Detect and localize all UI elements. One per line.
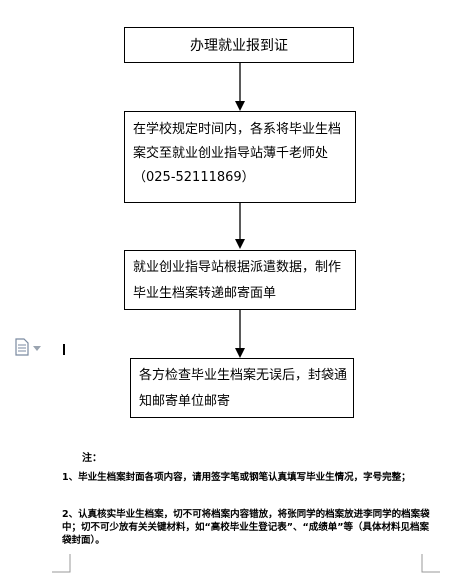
crop-mark-bottom-right xyxy=(421,554,440,573)
note-item-2: 2、认真核实毕业生档案，切不可将档案内容错放，将张同学的档案放进李同学的档案袋中… xyxy=(62,509,430,546)
arrow-1 xyxy=(235,63,245,111)
chevron-down-icon[interactable] xyxy=(33,346,41,352)
step-box-make-mailing-label: 就业创业指导站根据派遣数据，制作毕业生档案转递邮寄面单 xyxy=(124,250,356,310)
step-box-submit-archives: 在学校规定时间内，各系将毕业生档案交至就业创业指导站薄千老师处（025-5211… xyxy=(124,111,356,203)
arrow-3 xyxy=(235,310,245,358)
text-cursor xyxy=(63,344,65,355)
document-icon[interactable] xyxy=(14,338,30,356)
step-box-report-certificate: 办理就业报到证 xyxy=(124,27,354,63)
arrow-2 xyxy=(235,203,245,249)
notes-heading: 注： xyxy=(82,453,102,464)
step-text: 办理就业报到证 xyxy=(190,38,288,54)
step-text: 各方检查毕业生档案无误后，封袋通知邮寄单位邮寄 xyxy=(139,368,348,409)
step-box-seal-and-mail: 各方检查毕业生档案无误后，封袋通知邮寄单位邮寄 xyxy=(130,358,354,418)
crop-mark-bottom-left xyxy=(52,554,71,573)
step-text: 就业创业指导站根据派遣数据，制作毕业生档案转递邮寄面单 xyxy=(133,260,342,301)
step-text: 在学校规定时间内，各系将毕业生档案交至就业创业指导站薄千老师处（025-5211… xyxy=(133,122,342,185)
note-item-1: 1、毕业生档案封面各项内容，请用签字笔或钢笔认真填写毕业生情况，字号完整； xyxy=(62,472,411,483)
